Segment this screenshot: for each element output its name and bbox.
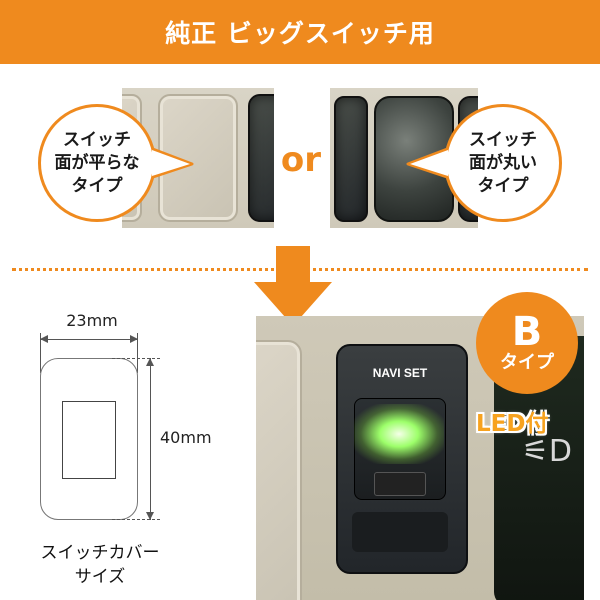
cover-caption-line2: サイズ (74, 567, 126, 587)
led-label: LED付 (476, 411, 549, 437)
down-arrow-icon (254, 246, 332, 326)
flat-switch-key (158, 94, 238, 222)
badge-type: タイプ (500, 352, 554, 373)
right-callout-bubble: スイッチ 面が丸い タイプ (444, 104, 562, 222)
left-bubble-line1: スイッチ (63, 129, 131, 150)
led-glow (354, 404, 444, 464)
banner-title: 純正 ビッグスイッチ用 (165, 19, 435, 48)
title-banner: 純正 ビッグスイッチ用 (0, 0, 600, 64)
right-bubble-line2: 面が丸い (469, 152, 537, 173)
type-b-badge: B タイプ (476, 292, 578, 394)
badge-letter: B (511, 309, 543, 355)
headlight-icon: ⚟D (522, 434, 572, 469)
cover-caption-line1: スイッチカバー (40, 543, 160, 563)
switch-cover-window (62, 401, 116, 479)
height-dimension-label: 40mm (160, 428, 212, 447)
or-text: or (280, 140, 322, 180)
right-bubble-line1: スイッチ (469, 129, 537, 150)
width-dimension-label: 23mm (66, 311, 118, 330)
round-switch-key (374, 96, 454, 222)
right-bubble-line3: タイプ (477, 175, 529, 196)
left-callout-bubble: スイッチ 面が平らな タイプ (38, 104, 156, 222)
switch-cover-outline (40, 358, 138, 520)
left-bubble-line2: 面が平らな (54, 152, 140, 173)
navi-set-label: NAVI SET (372, 366, 428, 380)
left-bubble-line3: タイプ (71, 175, 123, 196)
